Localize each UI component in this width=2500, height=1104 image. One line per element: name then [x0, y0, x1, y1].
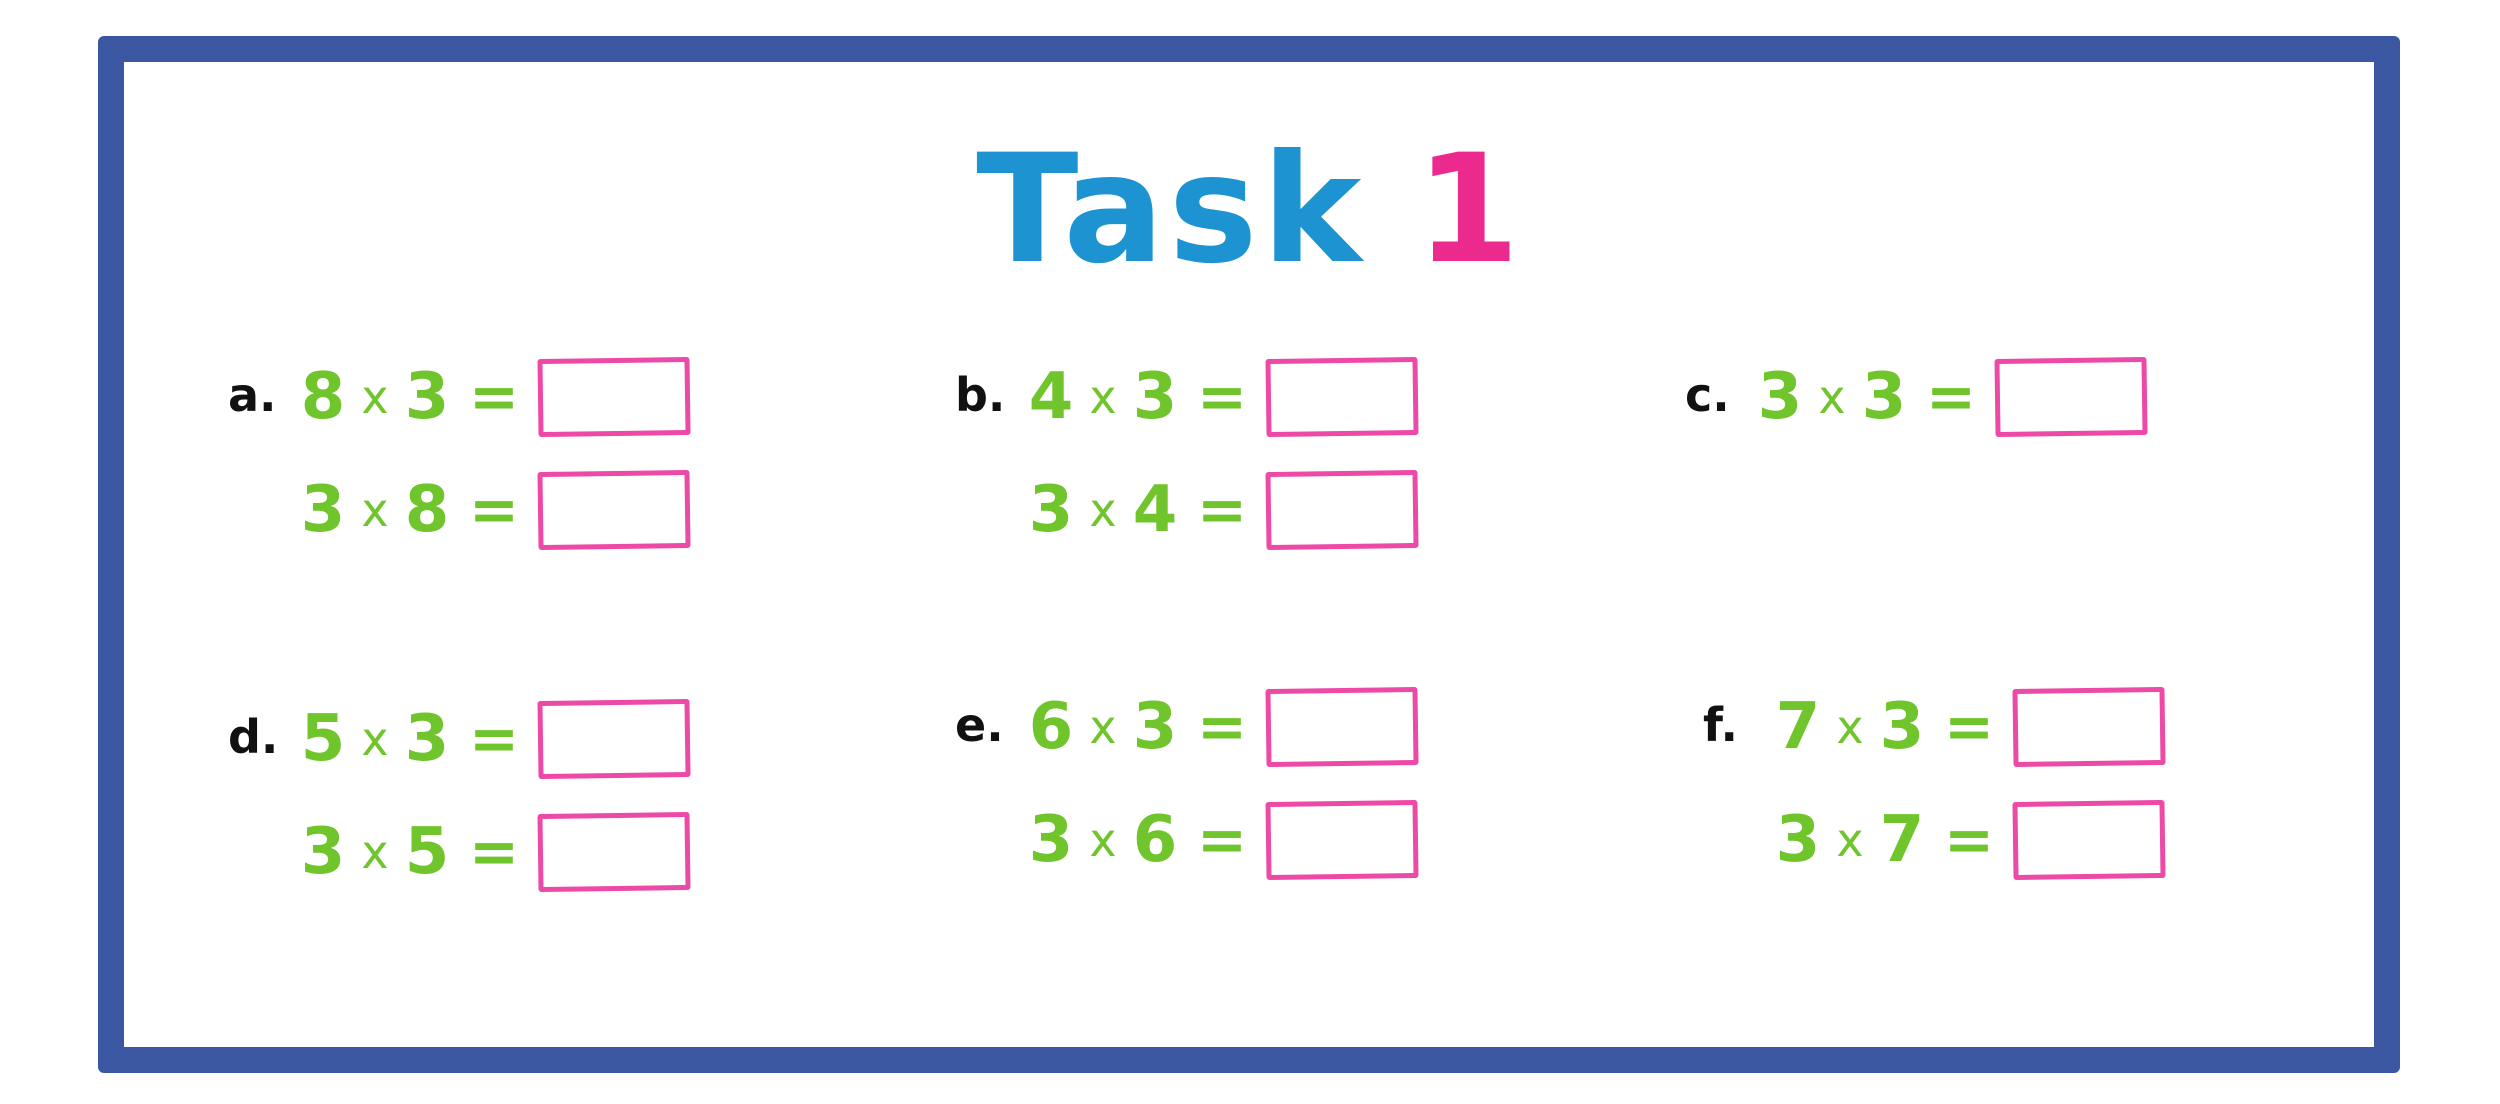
factor-left: 3: [1757, 360, 1803, 434]
problem-a-line-2: 3 x 8 =: [296, 469, 691, 551]
factor-left: 3: [1775, 803, 1821, 877]
answer-box[interactable]: [537, 698, 691, 780]
equals-sign: =: [1196, 692, 1248, 762]
problem-e-line-1: 6 x 3 =: [1024, 686, 1419, 768]
factor-right: 3: [1132, 690, 1178, 764]
times-sign: x: [1089, 370, 1117, 424]
problem-f-line-2: 3 x 7 =: [1771, 799, 2166, 881]
factor-left: 3: [1028, 473, 1074, 547]
equals-sign: =: [1196, 805, 1248, 875]
problem-d-label: d.: [228, 710, 279, 764]
times-sign: x: [1089, 700, 1117, 754]
factor-left: 6: [1028, 690, 1074, 764]
factor-right: 3: [1861, 360, 1907, 434]
problem-a-label: a.: [228, 368, 277, 422]
equals-sign: =: [468, 704, 520, 774]
factor-left: 5: [300, 702, 346, 776]
answer-box[interactable]: [2012, 799, 2166, 881]
problem-e-label: e.: [955, 698, 1004, 752]
equals-sign: =: [1196, 362, 1248, 432]
factor-left: 4: [1028, 360, 1074, 434]
problem-e-line-2: 3 x 6 =: [1024, 799, 1419, 881]
equals-sign: =: [1943, 692, 1995, 762]
answer-box[interactable]: [1994, 356, 2148, 438]
equals-sign: =: [1925, 362, 1977, 432]
answer-box[interactable]: [1265, 686, 1419, 768]
problem-d-line-1: 5 x 3 =: [296, 698, 691, 780]
problem-f-line-1: 7 x 3 =: [1771, 686, 2166, 768]
factor-right: 3: [404, 360, 450, 434]
times-sign: x: [361, 712, 389, 766]
times-sign: x: [1836, 700, 1864, 754]
equals-sign: =: [1943, 805, 1995, 875]
equals-sign: =: [1196, 475, 1248, 545]
answer-box[interactable]: [537, 356, 691, 438]
answer-box[interactable]: [1265, 469, 1419, 551]
answer-box[interactable]: [2012, 686, 2166, 768]
times-sign: x: [361, 825, 389, 879]
problem-d-line-2: 3 x 5 =: [296, 811, 691, 893]
equals-sign: =: [468, 817, 520, 887]
worksheet-frame: [98, 36, 2400, 1073]
factor-left: 3: [1028, 803, 1074, 877]
problem-a-line-1: 8 x 3 =: [296, 356, 691, 438]
factor-right: 3: [1132, 360, 1178, 434]
factor-left: 8: [300, 360, 346, 434]
problem-c-label: c.: [1685, 368, 1730, 422]
equals-sign: =: [468, 475, 520, 545]
problem-b-line-2: 3 x 4 =: [1024, 469, 1419, 551]
answer-box[interactable]: [1265, 356, 1419, 438]
problem-b-line-1: 4 x 3 =: [1024, 356, 1419, 438]
answer-box[interactable]: [537, 811, 691, 893]
times-sign: x: [1818, 370, 1846, 424]
problem-f-label: f.: [1703, 698, 1738, 752]
equals-sign: =: [468, 362, 520, 432]
times-sign: x: [1836, 813, 1864, 867]
factor-right: 6: [1132, 803, 1178, 877]
factor-right: 3: [404, 702, 450, 776]
factor-right: 8: [404, 473, 450, 547]
factor-right: 5: [404, 815, 450, 889]
times-sign: x: [1089, 483, 1117, 537]
answer-box[interactable]: [1265, 799, 1419, 881]
title-word: Task: [976, 123, 1366, 297]
answer-box[interactable]: [537, 469, 691, 551]
times-sign: x: [1089, 813, 1117, 867]
factor-left: 7: [1775, 690, 1821, 764]
factor-right: 7: [1879, 803, 1925, 877]
factor-left: 3: [300, 815, 346, 889]
problem-b-label: b.: [955, 368, 1006, 422]
title-number: 1: [1415, 123, 1524, 297]
times-sign: x: [361, 370, 389, 424]
factor-left: 3: [300, 473, 346, 547]
times-sign: x: [361, 483, 389, 537]
problem-c-line-1: 3 x 3 =: [1753, 356, 2148, 438]
factor-right: 3: [1879, 690, 1925, 764]
factor-right: 4: [1132, 473, 1178, 547]
